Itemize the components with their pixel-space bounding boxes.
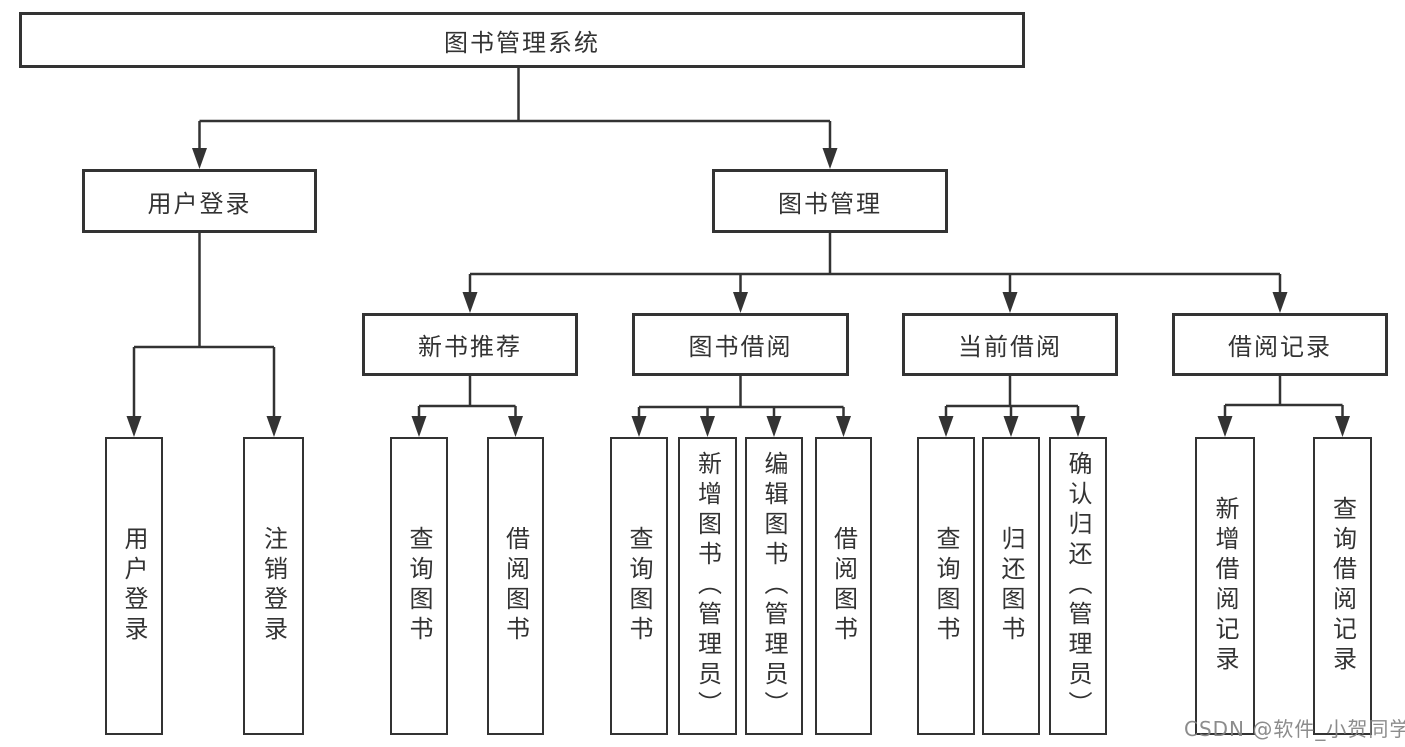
node-label: 查询图书 bbox=[932, 526, 960, 646]
connector-book-borrow-to-leaves bbox=[637, 376, 845, 424]
node-label: 借阅图书 bbox=[501, 526, 530, 646]
node-query-books-current: 查询图书 bbox=[917, 437, 975, 735]
node-new-book-recommend: 新书推荐 bbox=[362, 313, 578, 376]
node-label: 注销登录 bbox=[259, 526, 288, 646]
node-label: 用户登录 bbox=[120, 526, 148, 646]
node-return-books: 归还图书 bbox=[982, 437, 1040, 735]
node-confirm-return-admin: 确认归还（管理员） bbox=[1049, 437, 1107, 735]
node-current-borrowing: 当前借阅 bbox=[902, 313, 1118, 376]
node-user-login-action: 用户登录 bbox=[105, 437, 163, 735]
node-label: 编辑图书（管理员） bbox=[760, 451, 788, 721]
node-book-borrowing: 图书借阅 bbox=[632, 313, 849, 376]
connector-borrow-record-to-leaves bbox=[1223, 376, 1344, 424]
connector-current-borrow-to-leaves bbox=[944, 376, 1080, 424]
node-user-login-branch: 用户登录 bbox=[82, 169, 317, 233]
node-label: 图书管理系统 bbox=[444, 28, 600, 57]
node-edit-book-admin: 编辑图书（管理员） bbox=[745, 437, 803, 735]
node-label: 当前借阅 bbox=[958, 333, 1062, 361]
node-borrow-books-recommend: 借阅图书 bbox=[487, 437, 544, 735]
node-label: 新书推荐 bbox=[418, 333, 522, 361]
connector-root-to-level2 bbox=[198, 68, 832, 152]
node-label: 用户登录 bbox=[147, 189, 252, 218]
connector-user-login-to-leaves bbox=[132, 233, 276, 424]
node-label: 借阅图书 bbox=[829, 526, 858, 646]
connector-new-book-to-leaves bbox=[417, 376, 517, 424]
node-label: 图书借阅 bbox=[688, 333, 793, 361]
node-label: 查询借阅记录 bbox=[1328, 496, 1357, 676]
node-label: 归还图书 bbox=[997, 526, 1025, 646]
node-borrow-books-action: 借阅图书 bbox=[815, 437, 872, 735]
node-add-book-admin: 新增图书（管理员） bbox=[678, 437, 737, 735]
node-label: 查询图书 bbox=[405, 526, 433, 646]
node-label: 新增图书（管理员） bbox=[693, 451, 722, 721]
node-add-borrow-record: 新增借阅记录 bbox=[1195, 437, 1255, 735]
node-label: 借阅记录 bbox=[1228, 333, 1332, 361]
node-label: 查询图书 bbox=[625, 526, 653, 646]
node-query-borrow-record: 查询借阅记录 bbox=[1313, 437, 1372, 735]
node-book-management-branch: 图书管理 bbox=[712, 169, 948, 233]
node-logout-action: 注销登录 bbox=[243, 437, 304, 735]
connector-book-mgmt-to-modules bbox=[468, 233, 1282, 298]
node-label: 新增借阅记录 bbox=[1211, 496, 1239, 676]
arrowheads bbox=[126, 148, 1350, 437]
node-borrowing-records: 借阅记录 bbox=[1172, 313, 1388, 376]
node-query-books-recommend: 查询图书 bbox=[390, 437, 448, 735]
node-label: 确认归还（管理员） bbox=[1064, 451, 1092, 721]
csdn-watermark: CSDN @软件_小贺同学 bbox=[1184, 717, 1405, 741]
node-library-management-system: 图书管理系统 bbox=[19, 12, 1025, 68]
node-label: 图书管理 bbox=[778, 189, 882, 218]
node-query-books-borrowing: 查询图书 bbox=[610, 437, 668, 735]
